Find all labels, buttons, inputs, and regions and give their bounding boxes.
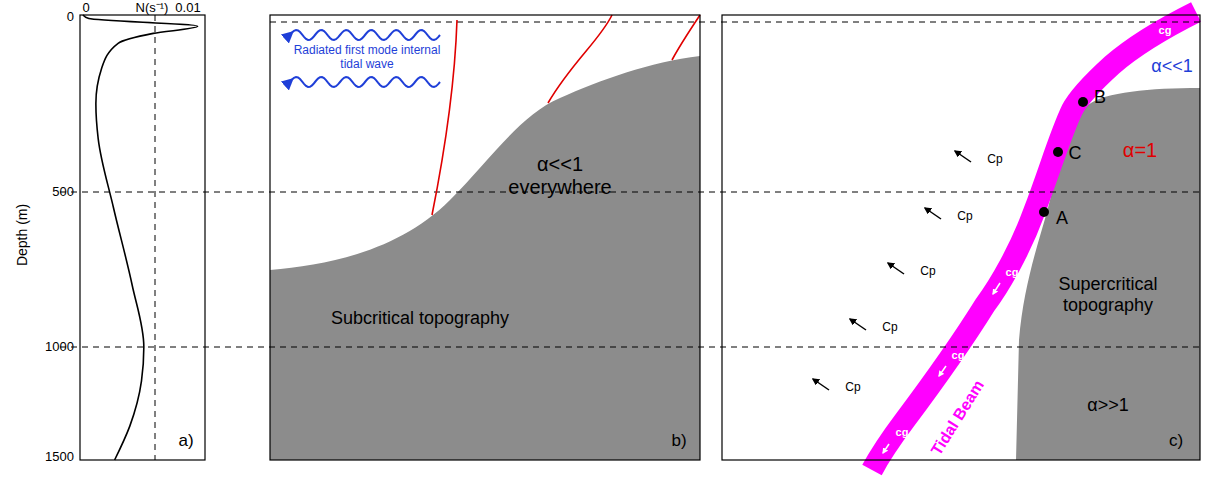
group-velocity: cg [1159, 24, 1172, 37]
topography-region: Subcritical topography [327, 304, 513, 333]
axis-tick: 0.01 [175, 1, 200, 16]
phase-arrow [850, 319, 866, 330]
point-label: B [1094, 87, 1106, 108]
axis-title: N(s⁻¹) [136, 1, 169, 16]
panel-letter: c) [1169, 431, 1183, 451]
phase-velocity: Cp [845, 381, 860, 395]
phase-arrow [888, 263, 904, 274]
panel-letter: b) [671, 431, 686, 451]
ray-path [432, 15, 700, 215]
phase-velocity: Cp [920, 265, 935, 279]
wave-arrow [292, 77, 440, 87]
phase-velocity: Cp [957, 210, 972, 224]
group-arrow [883, 32, 1190, 453]
alpha-label: α<<1 everywhere [505, 153, 615, 199]
axis-tick: 1000 [45, 340, 74, 355]
point-label: C [1069, 143, 1082, 164]
subcritical-topography [270, 56, 700, 460]
wave-label: Radiated first mode internal tidal wave [292, 44, 442, 72]
region-label: Supercritical topography [1023, 274, 1193, 315]
group-arrow [939, 366, 946, 376]
phase-velocity: Cp [987, 153, 1002, 167]
axis-tick: 0 [67, 10, 74, 25]
axis-tick: 1500 [45, 450, 74, 465]
depth-guide [60, 15, 1200, 460]
group-velocity: cg [952, 349, 965, 362]
group-arrow [1176, 32, 1190, 40]
phase-velocity: Cp [882, 321, 897, 335]
axis-tick: 0 [82, 1, 89, 16]
alpha-label: α<<1 [1151, 56, 1192, 77]
point-label: A [1056, 208, 1068, 229]
group-arrow [993, 283, 1000, 294]
group-velocity: cg [896, 426, 909, 439]
stratification-curve [83, 15, 198, 460]
phase-arrow [925, 208, 941, 219]
group-arrow [883, 444, 889, 453]
phase-arrow [813, 379, 829, 390]
panel-letter: a) [178, 431, 193, 451]
slope-point [1039, 97, 1088, 217]
panel-frame [80, 15, 1200, 460]
topography-region: Supercritical topography α>>1 [1019, 270, 1197, 420]
axis-tick: 500 [52, 185, 74, 200]
alpha-label: α=1 [1123, 139, 1157, 162]
tidal-beam [872, 12, 1196, 470]
axis-title: Depth (m) [14, 204, 30, 266]
alpha-label: α>>1 [1087, 395, 1128, 416]
region-label: Subcritical topography [331, 308, 509, 329]
supercritical-topography [1016, 88, 1200, 460]
group-velocity: cg [1006, 266, 1019, 279]
wave-arrow [292, 30, 440, 40]
phase-arrow [813, 151, 971, 390]
phase-arrow [955, 151, 971, 162]
